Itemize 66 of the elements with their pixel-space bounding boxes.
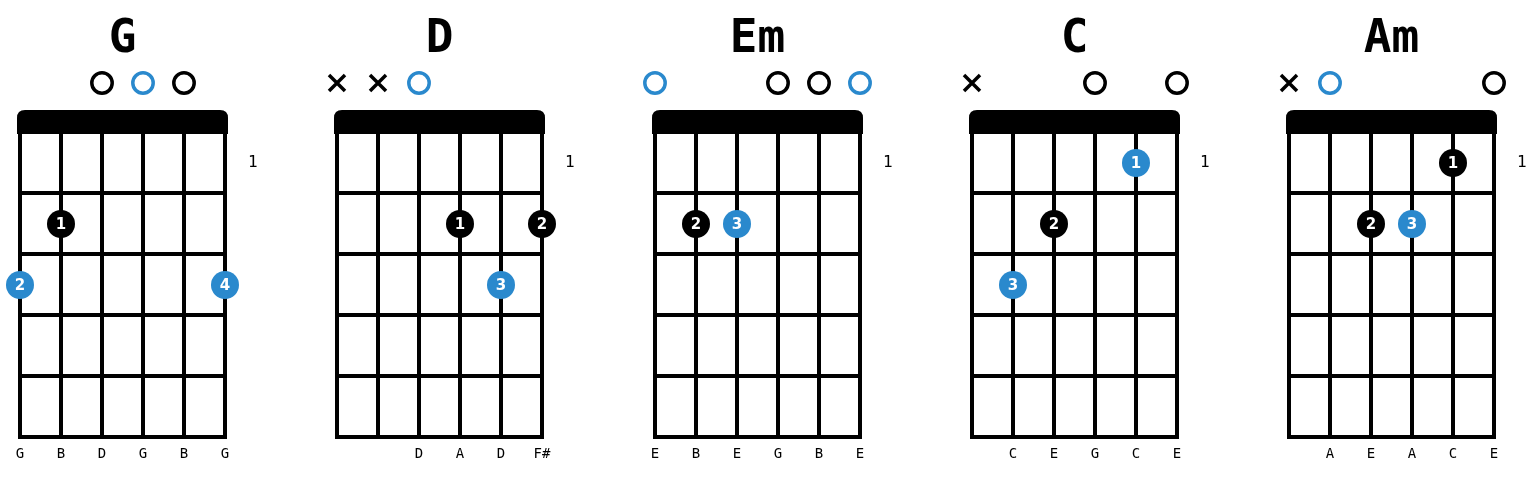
open-circle-icon (131, 71, 155, 95)
cross-icon (325, 71, 349, 95)
string-note: G (1089, 444, 1101, 463)
string-note: E (1488, 444, 1500, 463)
finger-dot: 1 (446, 209, 474, 238)
finger-dot: 3 (487, 270, 515, 299)
string-note: G (14, 444, 26, 463)
string-note: A (1324, 444, 1336, 463)
chord-name: C (1060, 10, 1089, 62)
string-note: B (813, 444, 825, 463)
open-circle-icon (1318, 71, 1342, 95)
open-circle-icon (1482, 71, 1506, 95)
string-note: E (1171, 444, 1183, 463)
finger-dot: 3 (1398, 209, 1426, 238)
string-note: A (1406, 444, 1418, 463)
string-note: D (96, 444, 108, 463)
string-note: C (1130, 444, 1142, 463)
chord-name: D (425, 10, 454, 62)
cross-icon (1277, 71, 1301, 95)
string-note: E (731, 444, 743, 463)
string-note: A (454, 444, 466, 463)
string-note: B (178, 444, 190, 463)
string-note: E (1048, 444, 1060, 463)
open-circle-icon (643, 71, 667, 95)
string-note: E (649, 444, 661, 463)
finger-dot: 1 (1122, 148, 1150, 177)
string-note: F# (532, 444, 552, 463)
open-circle-icon (90, 71, 114, 95)
finger-dot: 1 (47, 209, 75, 238)
finger-dot: 3 (999, 270, 1027, 299)
string-note: B (55, 444, 67, 463)
string-note: C (1447, 444, 1459, 463)
string-note: C (1007, 444, 1019, 463)
open-circle-icon (766, 71, 790, 95)
string-note: B (690, 444, 702, 463)
finger-dot: 2 (682, 209, 710, 238)
chord-name: G (108, 10, 137, 62)
open-circle-icon (407, 71, 431, 95)
open-circle-icon (1165, 71, 1189, 95)
finger-dot: 4 (211, 270, 239, 299)
string-note: G (219, 444, 231, 463)
finger-dot: 2 (1357, 209, 1385, 238)
fret-number: 1 (1200, 152, 1210, 172)
finger-dot: 2 (6, 270, 34, 299)
fret-number: 1 (565, 152, 575, 172)
string-note: E (1365, 444, 1377, 463)
open-circle-icon (807, 71, 831, 95)
chord-name: Em (729, 10, 786, 62)
open-circle-icon (1083, 71, 1107, 95)
cross-icon (960, 71, 984, 95)
finger-dot: 1 (1439, 148, 1467, 177)
string-note: G (137, 444, 149, 463)
fret-number: 1 (248, 152, 258, 172)
open-circle-icon (848, 71, 872, 95)
fret-number: 1 (1517, 152, 1527, 172)
cross-icon (366, 71, 390, 95)
finger-dot: 3 (723, 209, 751, 238)
fret-number: 1 (883, 152, 893, 172)
string-note: G (772, 444, 784, 463)
finger-dot: 2 (1040, 209, 1068, 238)
string-note: D (413, 444, 425, 463)
string-note: D (495, 444, 507, 463)
string-note: E (854, 444, 866, 463)
finger-dot: 2 (528, 209, 556, 238)
chord-name: Am (1363, 10, 1420, 62)
open-circle-icon (172, 71, 196, 95)
